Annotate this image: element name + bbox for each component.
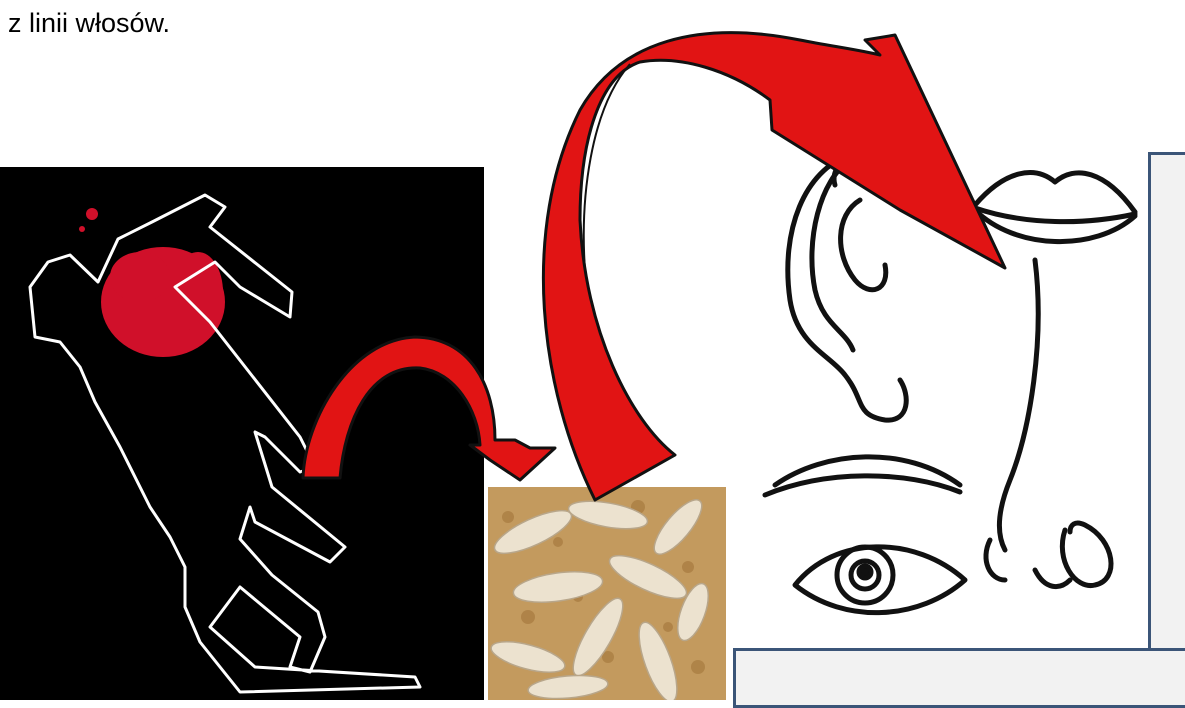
side-text-box [1148,152,1185,652]
lips-drawing [975,173,1135,242]
bottom-text-box [733,648,1185,708]
ear-drawing [788,155,906,420]
body-outline [30,195,420,692]
caption-text: z linii włosów. [8,8,170,39]
larvae-image [488,487,726,700]
face-features-image [735,140,1185,700]
eye-drawing [795,547,965,613]
eyebrow-drawing [765,457,960,495]
nose-drawing [986,260,1111,587]
crime-scene-image [0,167,484,700]
